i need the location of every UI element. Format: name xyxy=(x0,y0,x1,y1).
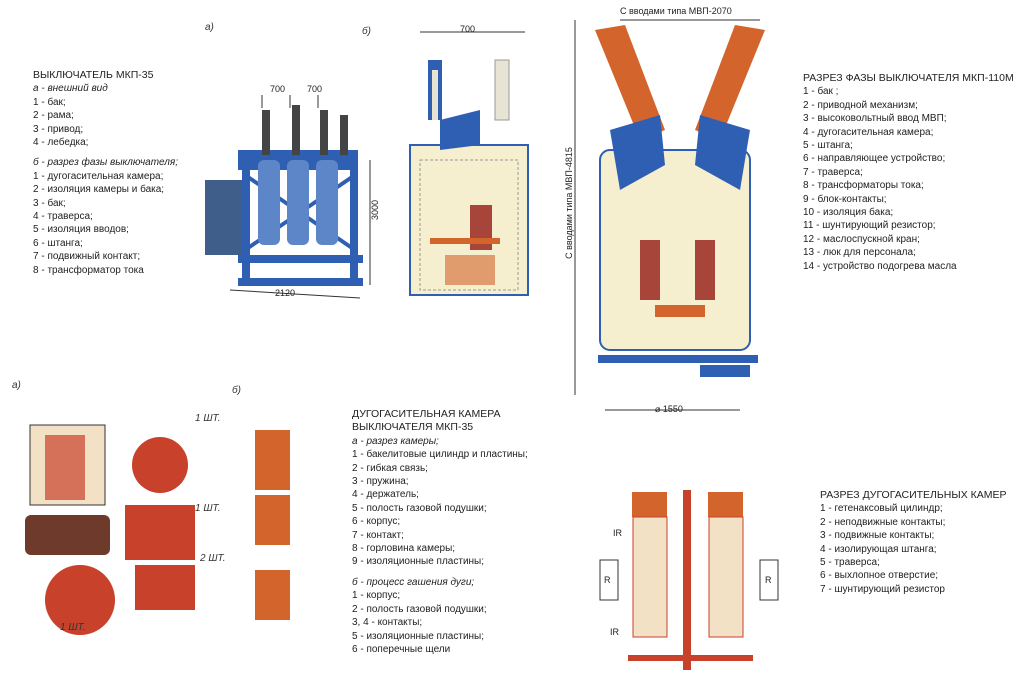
legend-item: 1 - бак ; xyxy=(803,86,839,98)
quantity-label: 1 ШТ. xyxy=(195,413,221,424)
legend-item: 13 - люк для персонала; xyxy=(803,247,916,259)
legend-item: 14 - устройство подогрева масла xyxy=(803,260,957,272)
legend-item: 5 - траверса; xyxy=(820,557,880,569)
legend-item: 6 - выхлопное отверстие; xyxy=(820,570,939,582)
fig-label-a-2: а) xyxy=(12,380,21,391)
legend-item: 1 - бакелитовые цилиндр и пластины; xyxy=(352,449,528,461)
dimension-700: 700 xyxy=(460,24,476,34)
legend-item: 2 - приводной механизм; xyxy=(803,99,918,111)
dimension-3000: 3000 xyxy=(370,199,381,221)
legend-item: 3 - пружина; xyxy=(352,476,409,488)
legend-item: 9 - изоляционные пластины; xyxy=(352,556,485,568)
legend-title: ВЫКЛЮЧАТЕЛЬ МКП-35 xyxy=(33,69,154,81)
legend-subtitle-a: а - внешний вид xyxy=(33,83,108,95)
legend-item: 3 - высоковольтный ввод МВП; xyxy=(803,113,947,125)
legend-item: 8 - трансформатор тока xyxy=(33,264,144,276)
legend-item: 4 - держатель; xyxy=(352,489,419,501)
legend-subtitle-b: б - процесс гашения дуги; xyxy=(352,576,475,588)
legend-item: 1 - бак; xyxy=(33,96,66,108)
fig-label-a: а) xyxy=(205,22,214,33)
legend-item: 6 - направляющее устройство; xyxy=(803,153,946,165)
current-label: IR xyxy=(610,627,619,637)
legend-item: 4 - траверса; xyxy=(33,211,93,223)
legend-item: 3 - бак; xyxy=(33,197,66,209)
legend-title: РАЗРЕЗ ДУГОГАСИТЕЛЬНЫХ КАМЕР xyxy=(820,489,1007,501)
dimension-700: 700 xyxy=(270,84,286,94)
fig-label-b-2: б) xyxy=(232,385,241,396)
arc-chamber-cutaway xyxy=(25,424,195,635)
legend-item: 1 - корпус; xyxy=(352,590,401,602)
arc-chamber-legend: ДУГОГАСИТЕЛЬНАЯ КАМЕРА ВЫКЛЮЧАТЕЛЯ МКП-3… xyxy=(352,408,528,656)
legend-item: 8 - трансформаторы тока; xyxy=(803,180,924,192)
top-note: С вводами типа МВП-2070 xyxy=(620,6,732,16)
legend-item: 10 - изоляция бака; xyxy=(803,207,894,219)
arc-chambers-section-legend: РАЗРЕЗ ДУГОГАСИТЕЛЬНЫХ КАМЕР 1 - гетенак… xyxy=(820,489,1006,596)
legend-item: 7 - контакт; xyxy=(352,529,404,541)
arc-extinction-process xyxy=(255,430,290,620)
legend-title: РАЗРЕЗ ФАЗЫ ВЫКЛЮЧАТЕЛЯ МКП-110М xyxy=(803,72,1014,84)
dimension-2120: 2120 xyxy=(275,288,296,298)
mkp35-phase-section xyxy=(409,31,529,296)
legend-item: 3, 4 - контакты; xyxy=(352,617,423,629)
legend-item: 2 - гибкая связь; xyxy=(352,462,428,474)
legend-item: 11 - шунтирующий резистор; xyxy=(803,220,936,232)
legend-item: 4 - изолирующая штанга; xyxy=(820,543,937,555)
legend-item: 1 - гетенаксовый цилиндр; xyxy=(820,503,943,515)
legend-item: 3 - привод; xyxy=(33,123,84,135)
mkp35-external-view xyxy=(205,95,371,299)
legend-item: 5 - штанга; xyxy=(803,140,853,152)
legend-item: 2 - рама; xyxy=(33,110,74,122)
legend-item: 5 - полость газовой подушки; xyxy=(352,502,487,514)
arc-chambers-section xyxy=(599,490,779,670)
legend-item: 6 - поперечные щели xyxy=(352,643,451,655)
legend-item: 5 - изоляция вводов; xyxy=(33,224,129,236)
legend-subtitle-a: а - разрез камеры; xyxy=(352,435,439,447)
quantity-label: 1 ШТ. xyxy=(60,622,86,633)
legend-item: 6 - корпус; xyxy=(352,516,401,528)
mkp110m-legend: РАЗРЕЗ ФАЗЫ ВЫКЛЮЧАТЕЛЯ МКП-110М 1 - бак… xyxy=(803,72,1014,273)
mkp35-legend: ВЫКЛЮЧАТЕЛЬ МКП-35 а - внешний вид 1 - б… xyxy=(33,69,178,277)
mkp110m-section xyxy=(574,19,765,411)
legend-item: 6 - штанга; xyxy=(33,237,83,249)
legend-item: 4 - лебедка; xyxy=(33,137,89,149)
quantity-label: 1 ШТ. xyxy=(195,503,221,514)
legend-title: ДУГОГАСИТЕЛЬНАЯ КАМЕРА xyxy=(352,408,501,420)
legend-item: 9 - блок-контакты; xyxy=(803,193,887,205)
legend-item: 7 - подвижный контакт; xyxy=(33,251,141,263)
dimension-700: 700 xyxy=(307,84,323,94)
quantity-label: 2 ШТ. xyxy=(200,553,226,564)
fig-label-b: б) xyxy=(362,26,371,37)
legend-item: 7 - траверса; xyxy=(803,166,863,178)
legend-item: 2 - неподвижные контакты; xyxy=(820,516,946,528)
legend-item: 12 - маслоспускной кран; xyxy=(803,233,920,245)
legend-item: 8 - горловина камеры; xyxy=(352,543,456,555)
resistor-label: R xyxy=(765,575,772,585)
legend-item: 1 - дугогасительная камера; xyxy=(33,170,164,182)
legend-item: 4 - дугогасительная камера; xyxy=(803,126,934,138)
resistor-label: R xyxy=(604,575,611,585)
legend-item: 2 - изоляция камеры и бака; xyxy=(33,184,165,196)
current-label: IR xyxy=(613,528,622,538)
dimension-1550: ⌀ 1550 xyxy=(655,404,683,414)
legend-subtitle-b: б - разрез фазы выключателя; xyxy=(33,157,179,169)
legend-item: 5 - изоляционные пластины; xyxy=(352,630,485,642)
legend-item: 2 - полость газовой подушки; xyxy=(352,603,487,615)
legend-item: 3 - подвижные контакты; xyxy=(820,530,935,542)
side-note: С вводами типа МВП-4815 xyxy=(563,147,574,259)
legend-item: 7 - шунтирующий резистор xyxy=(820,583,945,595)
legend-title-2: ВЫКЛЮЧАТЕЛЯ МКП-35 xyxy=(352,421,474,434)
